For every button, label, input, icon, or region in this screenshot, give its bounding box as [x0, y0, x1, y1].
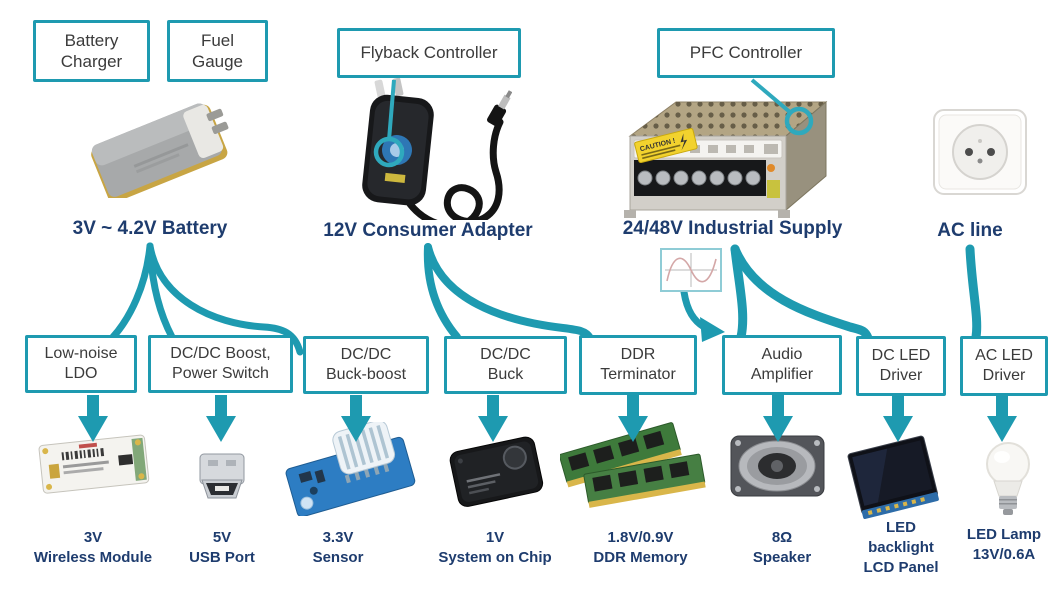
- sensor-image: [285, 422, 416, 516]
- buck-line2: Buck: [487, 366, 524, 383]
- fuel-gauge-line2: Gauge: [191, 52, 244, 71]
- load-label-wireless-module: 3V Wireless Module: [33, 529, 153, 566]
- ddrterm-line2: Terminator: [600, 366, 676, 383]
- buckboost-line1: DC/DC: [340, 346, 392, 364]
- controller-box-pfc: PFC Controller: [657, 28, 835, 78]
- usb-port-image: [199, 453, 245, 499]
- controller-box-fuel-gauge: Fuel Gauge: [167, 20, 268, 82]
- load-label-speaker: 8Ω Speaker: [752, 529, 812, 566]
- edge-waveform-audio: [680, 288, 708, 331]
- battery-charger-line2: Charger: [60, 52, 123, 71]
- edge-acline-acled: [965, 244, 982, 342]
- load-label-system-on-chip: 1V System on Chip: [438, 529, 552, 566]
- edge-battery-ldo: [109, 242, 154, 341]
- boost-line2: Power Switch: [172, 365, 269, 382]
- caution-sticker: CAUTION !: [634, 127, 698, 164]
- dcled-line1: DC LED: [871, 347, 931, 365]
- source-label-ac-line: AC line: [937, 220, 1003, 241]
- audio-line2: Amplifier: [750, 366, 814, 383]
- converter-box-boost-switch: DC/DC Boost, Power Switch: [148, 335, 293, 393]
- adapter-cable: [406, 118, 504, 220]
- wall-socket-image: [933, 109, 1027, 195]
- ddr-memory-image: [560, 422, 706, 508]
- buckboost-line2: Buck-boost: [325, 366, 407, 383]
- edge-supply-audio: [730, 244, 748, 342]
- source-label-battery: 3V ~ 4.2V Battery: [72, 218, 228, 239]
- converter-box-buck-boost: DC/DC Buck-boost: [303, 336, 429, 394]
- buck-line1: DC/DC: [480, 346, 531, 364]
- speaker-image: [730, 435, 825, 497]
- source-label-industrial: 24/48V Industrial Supply: [622, 218, 843, 239]
- pfc-label: PFC Controller: [689, 43, 803, 63]
- led-lamp-image: [986, 442, 1030, 515]
- ddrterm-line1: DDR: [620, 346, 656, 364]
- controller-box-flyback: Flyback Controller: [337, 28, 521, 78]
- lightning-icon: [680, 133, 688, 151]
- converter-box-ddr-terminator: DDR Terminator: [579, 335, 697, 395]
- converter-box-audio-amplifier: Audio Amplifier: [722, 335, 842, 395]
- sine-wave-icon: [660, 248, 722, 292]
- load-label-lcd-panel: LED backlight LCD Panel: [863, 519, 939, 576]
- boost-line1: DC/DC Boost,: [170, 345, 271, 363]
- acled-line1: AC LED: [975, 347, 1033, 365]
- source-label-adapter: 12V Consumer Adapter: [323, 220, 533, 241]
- ldo-line2: LDO: [64, 365, 98, 382]
- edge-battery-boost: [146, 242, 176, 341]
- acled-line2: Driver: [982, 367, 1026, 384]
- load-label-led-lamp: LED Lamp 13V/0.6A: [966, 526, 1042, 563]
- edge-supply-dcled: [730, 244, 873, 343]
- edge-adapter-buck: [423, 243, 461, 341]
- load-label-usb-port: 5V USB Port: [189, 529, 255, 566]
- converter-box-ac-led-driver: AC LED Driver: [960, 336, 1048, 396]
- flyback-label: Flyback Controller: [360, 43, 498, 63]
- fuel-gauge-line1: Fuel: [200, 30, 235, 50]
- converter-box-dc-led-driver: DC LED Driver: [856, 336, 946, 396]
- adapter-image: [362, 78, 512, 220]
- audio-line1: Audio: [761, 346, 803, 364]
- adapter-body: [362, 94, 434, 206]
- ldo-line1: Low-noise: [44, 345, 118, 363]
- lcd-panel-image: [847, 435, 939, 519]
- converter-box-ldo: Low-noise LDO: [25, 335, 137, 393]
- controller-box-battery-charger: Battery Charger: [33, 20, 150, 82]
- industrial-supply-image: CAUTION !: [624, 100, 828, 218]
- dcled-line2: Driver: [879, 367, 923, 384]
- ac-waveform-plot: [665, 253, 717, 287]
- battery-image: [91, 103, 229, 198]
- converter-box-buck: DC/DC Buck: [444, 336, 567, 394]
- edge-adapter-ddrterm: [424, 243, 594, 342]
- load-label-sensor: 3.3V Sensor: [312, 529, 364, 566]
- soc-chip-image: [449, 436, 544, 507]
- barrel-plug: [487, 90, 512, 127]
- battery-charger-line1: Battery: [64, 30, 119, 50]
- load-label-ddr-memory: 1.8V/0.9V DDR Memory: [593, 529, 688, 566]
- wireless-module-image: [38, 434, 150, 494]
